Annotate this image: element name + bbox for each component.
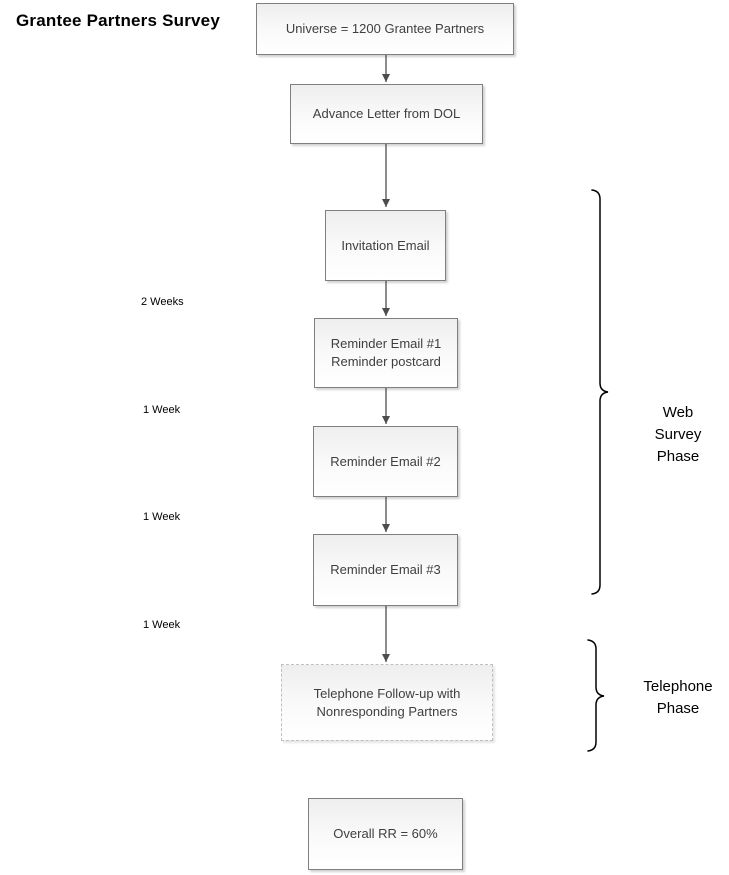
phase-label-telephone: Telephone Phase	[643, 678, 713, 717]
flow-box-reminder-email-2: Reminder Email #2	[313, 426, 458, 497]
flow-box-reminder-email-1: Reminder Email #1 Reminder postcard	[314, 318, 458, 388]
interval-label-1-week: 1 Week	[143, 511, 181, 523]
flow-box-invitation-email: Invitation Email	[325, 210, 446, 281]
flow-box-reminder-email-3: Reminder Email #3	[313, 534, 458, 606]
interval-label-1-week: 1 Week	[143, 404, 181, 416]
interval-label-2-weeks: 2 Weeks	[141, 296, 184, 308]
phase-label-web-survey: Web Survey Phase	[654, 404, 702, 465]
page-title: Grantee Partners Survey	[16, 11, 220, 30]
flow-box-advance-letter: Advance Letter from DOL	[290, 84, 483, 144]
interval-label-1-week: 1 Week	[143, 619, 181, 631]
telephone-phase-brace	[587, 639, 605, 752]
flow-box-universe: Universe = 1200 Grantee Partners	[256, 3, 514, 55]
flow-box-overall-rr: Overall RR = 60%	[308, 798, 463, 870]
web-survey-phase-brace	[591, 189, 609, 595]
flow-box-telephone-followup: Telephone Follow-up with Nonresponding P…	[281, 664, 493, 741]
